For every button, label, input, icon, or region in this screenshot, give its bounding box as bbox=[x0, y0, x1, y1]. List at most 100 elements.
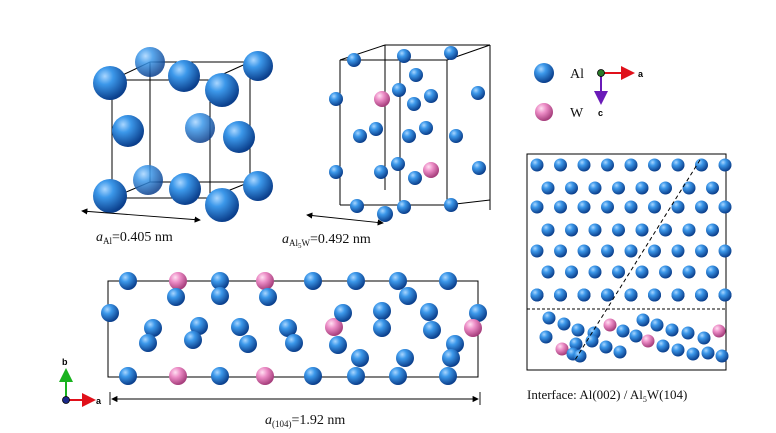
al-atom bbox=[656, 339, 670, 353]
al-atom bbox=[396, 349, 414, 367]
al-atom bbox=[636, 313, 650, 327]
al-atom bbox=[665, 323, 679, 337]
al-atom bbox=[541, 181, 555, 195]
al5w-unit-cell: aAl5W=0.492 nm bbox=[282, 44, 491, 250]
al-atom bbox=[695, 200, 708, 214]
al-atom bbox=[285, 334, 303, 352]
al-atom bbox=[706, 223, 719, 237]
al-atom bbox=[541, 223, 555, 237]
w-atom bbox=[256, 367, 274, 385]
al-atom bbox=[613, 345, 627, 359]
al-atom bbox=[557, 317, 571, 331]
al-atom bbox=[573, 349, 587, 363]
al-atom bbox=[686, 347, 700, 361]
al5w-104-supercell: a(104)=1.92 nm bbox=[101, 272, 487, 429]
w-atom bbox=[256, 272, 274, 290]
al-atom bbox=[601, 288, 614, 302]
al-atom bbox=[347, 367, 365, 385]
al-atom bbox=[139, 334, 157, 352]
al-atom bbox=[706, 265, 719, 279]
w-atom bbox=[712, 324, 726, 338]
al-atom bbox=[715, 349, 729, 363]
al5w-lattice-label: aAl5W=0.492 nm bbox=[282, 232, 371, 250]
al-atom bbox=[439, 272, 457, 290]
al-atom bbox=[671, 244, 685, 258]
al-atom bbox=[565, 223, 578, 237]
al-atom bbox=[279, 319, 297, 337]
al-atom bbox=[389, 272, 407, 290]
al-atom bbox=[373, 302, 391, 320]
axis-a-label-bottom: a bbox=[96, 396, 102, 406]
al-atom bbox=[144, 319, 162, 337]
al-atom bbox=[648, 158, 661, 172]
al-atom bbox=[624, 288, 638, 302]
al-atom bbox=[101, 304, 119, 322]
al-atom bbox=[530, 200, 544, 214]
al-atom bbox=[682, 181, 696, 195]
al-atom bbox=[671, 288, 685, 302]
al-atom bbox=[554, 288, 567, 302]
w-atom bbox=[464, 319, 482, 337]
w-atom bbox=[325, 318, 343, 336]
al-atom bbox=[530, 244, 544, 258]
al-atom bbox=[624, 244, 638, 258]
al-unit-cell: aAl=0.405 nm bbox=[81, 47, 273, 246]
w-atom bbox=[169, 367, 187, 385]
legend-al-marker bbox=[534, 63, 554, 83]
al-atom bbox=[577, 200, 591, 214]
al-atom bbox=[648, 200, 661, 214]
al-atom bbox=[119, 272, 137, 290]
al-atom bbox=[718, 288, 732, 302]
axis-a-label-top: a bbox=[638, 69, 644, 79]
interface-label: Interface: Al(002) / Al5W(104) bbox=[527, 387, 687, 404]
al-atom bbox=[211, 367, 229, 385]
al-atom bbox=[211, 287, 229, 305]
al-atom bbox=[601, 244, 614, 258]
al-atom bbox=[119, 367, 137, 385]
al-atom bbox=[554, 200, 567, 214]
al-atom bbox=[695, 158, 708, 172]
al-atom bbox=[650, 318, 664, 332]
al-atom bbox=[601, 200, 614, 214]
axis-b-label-bottom: b bbox=[62, 357, 68, 367]
al-atom bbox=[554, 158, 567, 172]
al-lattice-label: aAl=0.405 nm bbox=[96, 230, 173, 246]
al-atom bbox=[599, 340, 613, 354]
al-atom bbox=[577, 288, 591, 302]
a104-lattice-label: a(104)=1.92 nm bbox=[265, 413, 345, 429]
al-atom bbox=[211, 272, 229, 290]
al-atom bbox=[697, 331, 711, 345]
al-atom bbox=[681, 326, 695, 340]
al-atom bbox=[671, 158, 685, 172]
axis-c-label-top: c bbox=[598, 108, 603, 118]
al-atom bbox=[565, 265, 578, 279]
al-atom bbox=[718, 244, 732, 258]
al-atom bbox=[682, 265, 696, 279]
al-atom bbox=[167, 288, 185, 306]
al-atom bbox=[629, 329, 643, 343]
al-atom bbox=[671, 200, 685, 214]
al-atom bbox=[695, 288, 708, 302]
al-atom bbox=[695, 244, 708, 258]
legend-al-label: Al bbox=[570, 67, 584, 82]
al-atom bbox=[601, 158, 614, 172]
al-atom bbox=[635, 265, 649, 279]
al-atom bbox=[718, 158, 732, 172]
al-atom bbox=[588, 223, 602, 237]
al-atom bbox=[389, 367, 407, 385]
al-atom bbox=[569, 337, 583, 351]
al-atom bbox=[624, 158, 638, 172]
al-atom bbox=[304, 272, 322, 290]
interface-panel: Interface: Al(002) / Al5W(104) bbox=[526, 153, 732, 404]
axis-triad-bottom: a b bbox=[59, 357, 102, 407]
al-atom bbox=[373, 319, 391, 337]
al-atom bbox=[554, 244, 567, 258]
al-atom bbox=[439, 367, 457, 385]
al-atom bbox=[648, 244, 661, 258]
al-atom bbox=[190, 317, 208, 335]
al-atom bbox=[541, 265, 555, 279]
al-atom bbox=[659, 265, 672, 279]
al-atom bbox=[588, 181, 602, 195]
al-atom bbox=[539, 330, 553, 344]
